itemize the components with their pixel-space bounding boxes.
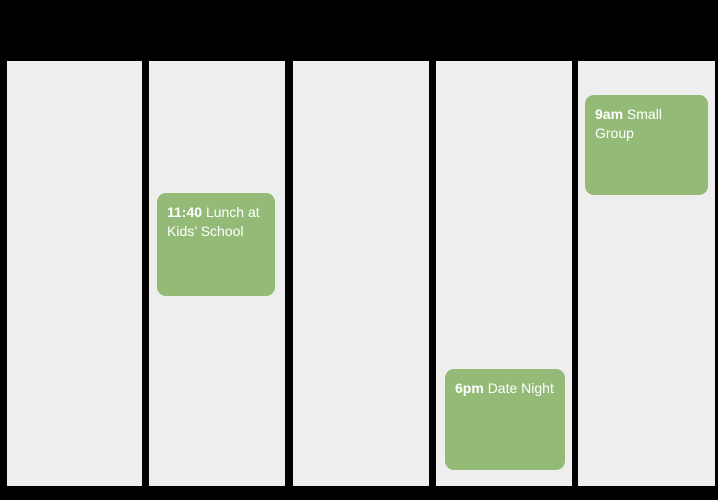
event-time: 11:40 (167, 204, 203, 220)
day-column-3[interactable] (293, 61, 429, 486)
event-title: Date Night (487, 380, 554, 396)
day-column-1[interactable] (7, 61, 142, 486)
calendar-event-lunch[interactable]: 11:40 Lunch at Kids’ School (157, 193, 275, 296)
day-column-4[interactable]: 6pm Date Night (436, 61, 572, 486)
event-time: 9am (595, 106, 624, 122)
day-column-2[interactable]: 11:40 Lunch at Kids’ School (149, 61, 285, 486)
day-column-5[interactable]: 9am Small Group (578, 61, 715, 486)
event-time: 6pm (455, 380, 484, 396)
event-title: Lunch at Kids’ School (167, 204, 260, 239)
calendar-event-small-group[interactable]: 9am Small Group (585, 95, 708, 195)
calendar-event-date-night[interactable]: 6pm Date Night (445, 369, 565, 470)
event-title: Small Group (595, 106, 662, 141)
